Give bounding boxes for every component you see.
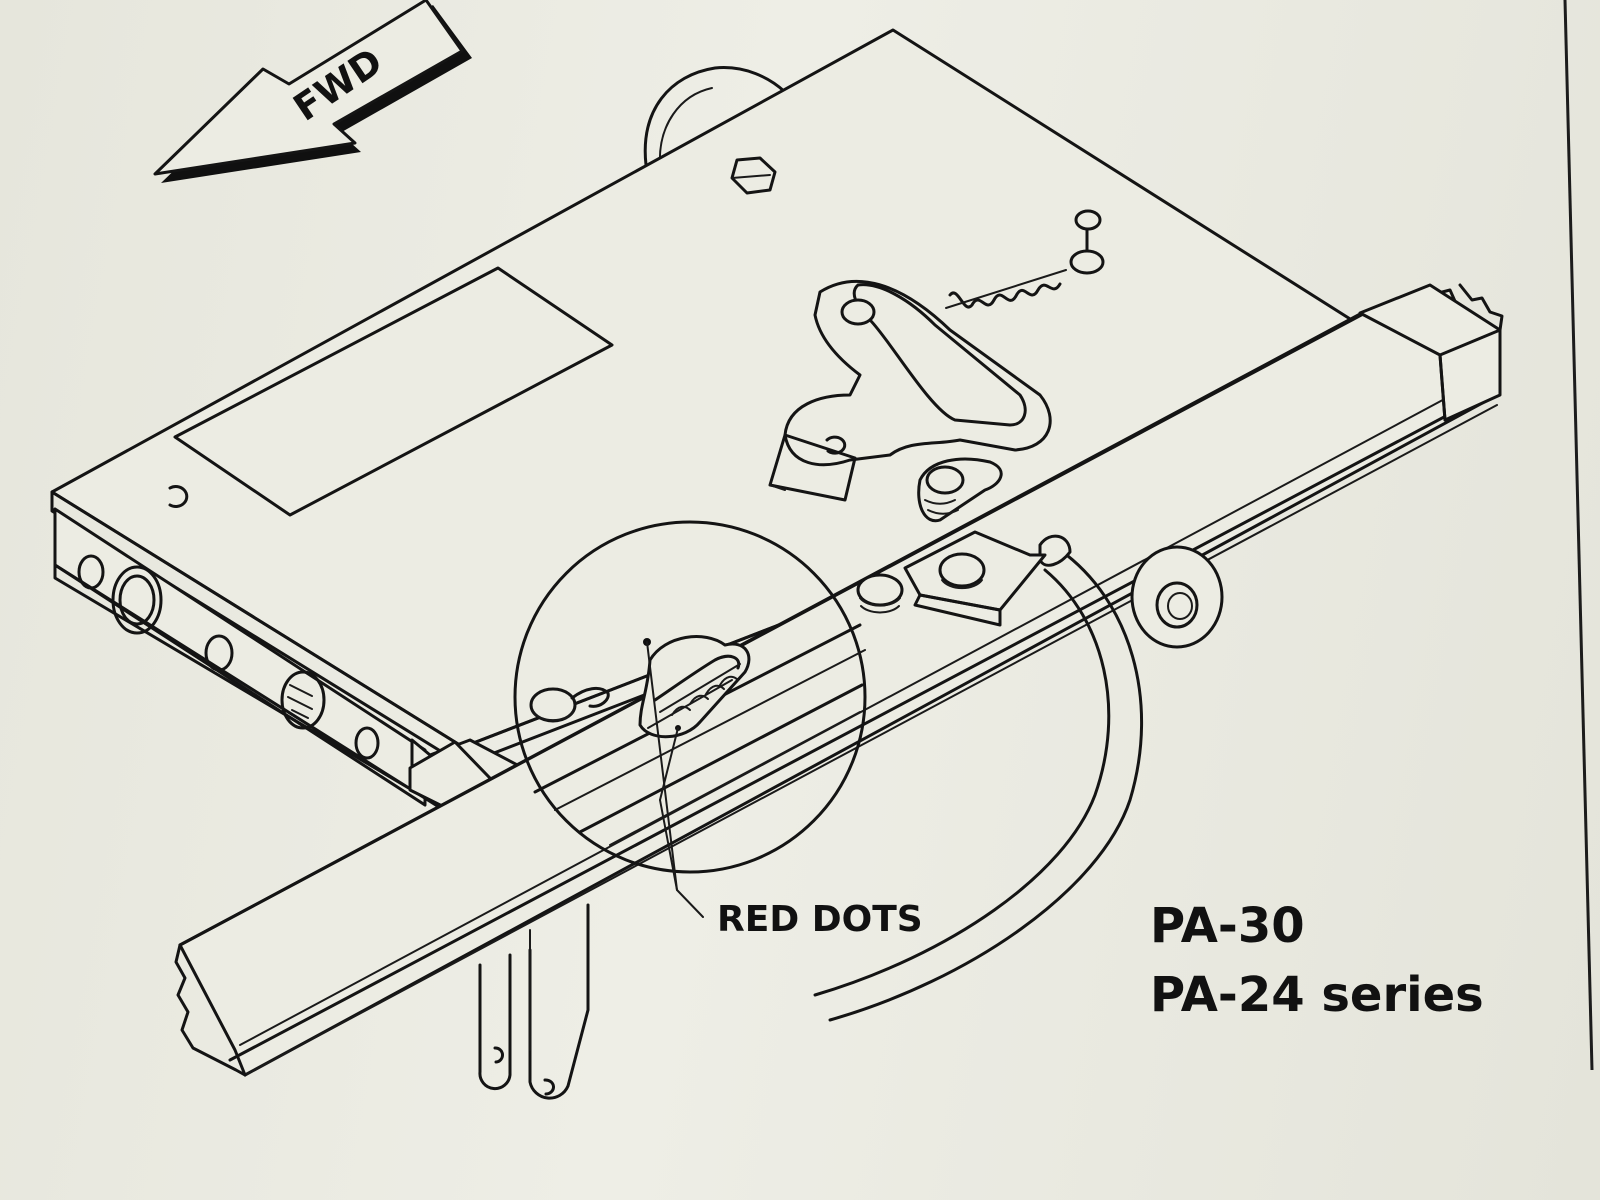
spring <box>945 269 1067 309</box>
leader-line-1 <box>646 641 678 891</box>
adjust-screw <box>1069 209 1105 275</box>
link-pin-1 <box>493 1046 504 1064</box>
leader-line-elbow <box>659 799 704 918</box>
forward-arrow: FWD <box>153 0 472 183</box>
page-edge-line <box>1563 0 1594 1071</box>
placard-rectangle <box>173 266 614 517</box>
red-dots-label: RED DOTS <box>717 899 923 940</box>
hanging-links <box>478 903 590 1100</box>
longitudinal-rail <box>174 283 1504 1077</box>
bell-crank-arm <box>783 279 1052 467</box>
front-bracket <box>53 507 427 807</box>
roller-wheel <box>1130 545 1224 649</box>
drive-drum <box>643 66 787 167</box>
bracket-hole-3 <box>204 634 234 672</box>
cable <box>813 534 1144 1022</box>
crank-pivot <box>840 298 876 326</box>
grommet-mid <box>856 573 904 607</box>
screw-hole-left <box>168 485 189 508</box>
crank-hole <box>825 435 847 455</box>
bracket-hole-4 <box>354 726 380 760</box>
clamp-clip <box>917 457 1003 523</box>
connector-socket <box>280 670 326 730</box>
detail-circle <box>513 520 867 874</box>
leader-line-2 <box>659 727 679 801</box>
model-line-1: PA-30 <box>1150 898 1305 954</box>
model-line-2: PA-24 series <box>1150 967 1484 1023</box>
detail-lock-mechanism <box>638 635 751 739</box>
detail-magnifier <box>513 520 867 918</box>
link-pin-2 <box>543 1078 555 1096</box>
bracket-hole-1 <box>77 554 105 590</box>
grommet-bracket <box>938 552 986 588</box>
tensioner-assembly <box>768 209 1105 627</box>
bracket-hole-2 <box>111 565 163 635</box>
